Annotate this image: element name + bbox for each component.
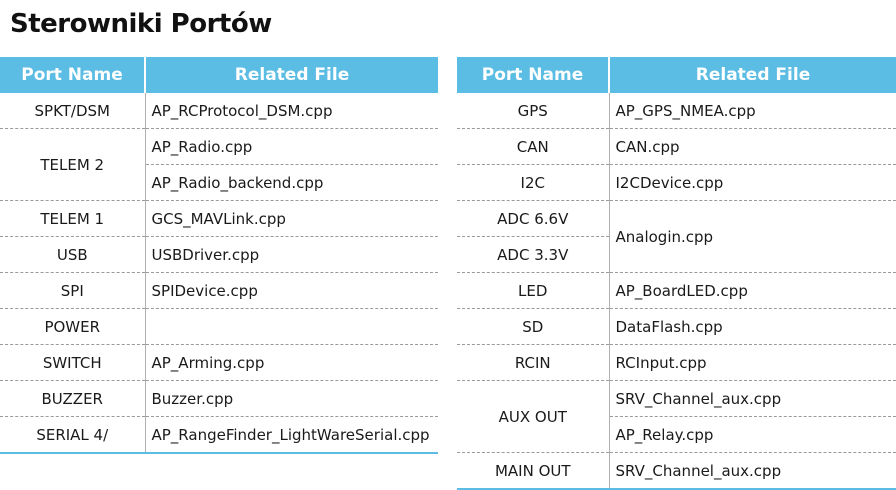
port-name-cell: SPKT/DSM (0, 93, 146, 129)
related-file-cell: AP_BoardLED.cpp (609, 272, 896, 309)
port-name-cell: USB (0, 236, 146, 273)
header-row: Port Name Related File (0, 57, 438, 93)
port-name-cell: CAN (457, 128, 610, 165)
table-row: ADC 3.3V (457, 236, 896, 273)
port-name-cell: ADC 3.3V (457, 236, 610, 273)
related-file-cell: AP_GPS_NMEA.cpp (615, 101, 756, 120)
related-file-cell: AP_Radio.cpp (145, 128, 438, 165)
related-file-cell: SRV_Channel_aux.cpp (609, 452, 896, 490)
header-port-name: Port Name (0, 57, 145, 93)
header-related-file: Related File (144, 57, 438, 93)
port-name-cell: MAIN OUT (457, 452, 610, 490)
related-file-cell: AP_Relay.cpp (609, 416, 896, 453)
port-name-cell: SD (457, 308, 610, 345)
table-row: GPS AP_GPS_NMEA.cpp (457, 93, 896, 129)
table-row: AP_Radio_backend.cpp (0, 164, 438, 201)
related-file-cell: AP_Arming.cpp (145, 344, 438, 381)
related-file-cell: CAN.cpp (609, 128, 896, 165)
page-title: Sterowniki Portów (10, 9, 272, 39)
related-file-cell: RCInput.cpp (609, 344, 896, 381)
related-file-cell: GCS_MAVLink.cpp (145, 200, 438, 237)
header-row: Port Name Related File (457, 57, 896, 93)
table-row: POWER (0, 308, 438, 345)
port-name-cell: POWER (0, 308, 146, 345)
table-row: SERIAL 4/AP_RangeFinder_LightWareSerial.… (0, 416, 438, 454)
table-row: AP_Relay.cpp (457, 416, 896, 453)
table-row: SPKT/DSM AP_RCProtocol_DSM.cpp (0, 93, 438, 129)
related-file-cell: SRV_Channel_aux.cpp (609, 380, 896, 417)
port-name-cell: TELEM 2 (0, 128, 146, 201)
port-name-cell: SWITCH (0, 344, 146, 381)
port-name-cell: SERIAL 4/ (0, 416, 146, 454)
left-ports-table: Port Name Related File SPKT/DSM AP_RCProt… (0, 57, 438, 454)
related-file-cell: AP_RangeFinder_LightWareSerial.cpp (145, 416, 438, 454)
related-file-cell: AP_RCProtocol_DSM.cpp (151, 101, 333, 120)
port-name-cell: AUX OUT (457, 380, 610, 453)
related-file-cell: DataFlash.cpp (609, 308, 896, 345)
port-name-cell: BUZZER (0, 380, 146, 417)
header-related-file: Related File (608, 57, 896, 93)
port-name-cell: SPI (0, 272, 146, 309)
right-ports-table: Port Name Related File GPS AP_GPS_NMEA.cp… (457, 57, 896, 490)
related-file-cell: AP_Radio_backend.cpp (145, 164, 438, 201)
related-file-cell: Analogin.cpp (609, 200, 896, 273)
related-file-cell: Buzzer.cpp (145, 380, 438, 417)
header-port-name: Port Name (457, 57, 609, 93)
related-file-cell: USBDriver.cpp (145, 236, 438, 273)
related-file-cell: I2CDevice.cpp (609, 164, 896, 201)
port-name-cell: LED (457, 272, 610, 309)
port-name-cell: GPS (457, 93, 610, 129)
related-file-cell (145, 308, 438, 345)
port-name-cell: TELEM 1 (0, 200, 146, 237)
port-name-cell: I2C (457, 164, 610, 201)
related-file-cell: SPIDevice.cpp (145, 272, 438, 309)
port-name-cell: ADC 6.6V (457, 200, 610, 237)
port-name-cell: RCIN (457, 344, 610, 381)
